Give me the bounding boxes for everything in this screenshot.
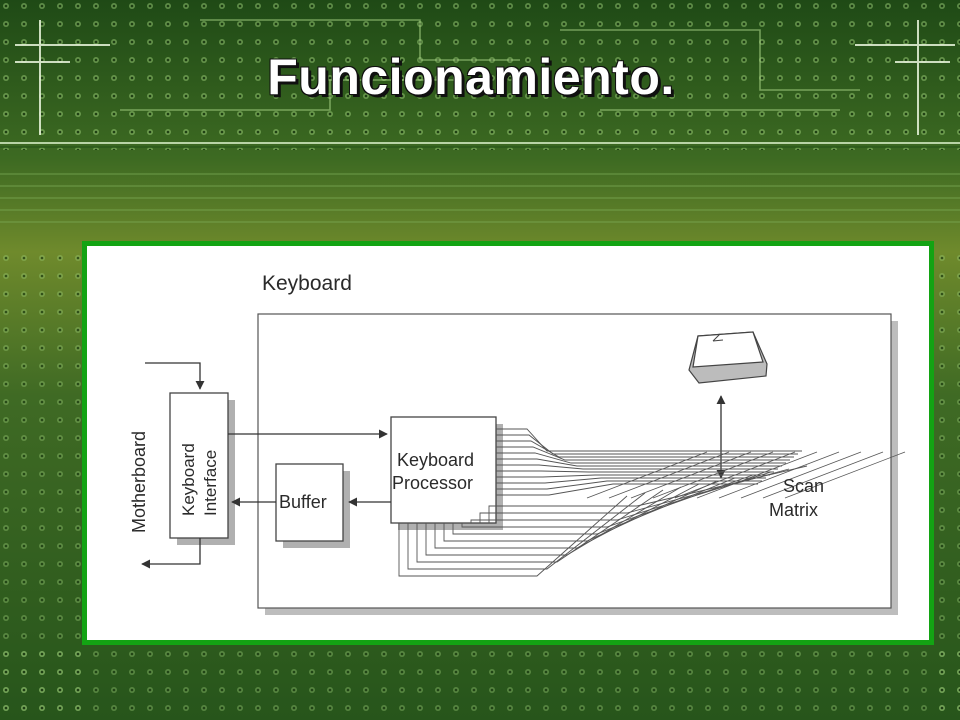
scan-matrix-line [696,451,818,499]
scan-matrix-line [762,451,884,499]
scan-matrix-line [718,451,840,499]
scan-matrix-line [630,451,752,499]
scan-matrix-label-line1: Scan [783,476,824,496]
scan-matrix-wires [398,428,808,577]
scan-row-wire [496,470,774,473]
scan-column-wire [488,465,808,523]
input-arrow [145,362,205,390]
output-arrow [141,538,201,569]
scan-row-wire [496,464,778,470]
keycap-icon [688,331,768,384]
keyboard-processor-label-line2: Processor [392,473,473,493]
keyboard-architecture-diagram: Keyboard Motherboard Keyboard Interface … [129,272,906,615]
scan-row-wire [496,474,770,478]
scan-row-wire [496,483,758,496]
buffer-label: Buffer [279,492,327,512]
scan-matrix-grid [586,451,906,499]
scan-column-wire [398,495,628,577]
keyboard-interface-label-line1: Keyboard [179,443,198,516]
scan-matrix-line [784,451,906,499]
keyboard-processor-box [390,416,497,524]
scan-matrix-line [608,451,730,499]
scan-row-wire [496,480,762,490]
keyboard-label: Keyboard [262,272,352,295]
keyboard-interface-box [169,392,229,539]
scan-column-wire [407,492,646,570]
scan-row-wire [496,446,790,461]
scan-column-wire [461,474,754,528]
buffer-box [275,463,344,542]
scan-row-wire [496,428,802,452]
scan-row-wire [496,458,782,467]
keyboard-processor-label-line1: Keyboard [397,450,474,470]
scan-matrix-line [740,451,862,499]
keyboard-box [257,313,892,609]
scan-row-wire [496,434,798,455]
slide-title: Funcionamiento. [267,49,675,105]
scan-matrix-line [652,451,774,499]
scan-matrix-line [674,451,796,499]
diagram-frame: Keyboard Motherboard Keyboard Interface … [82,241,934,645]
scan-column-wire [470,471,772,523]
scan-column-wire [479,468,790,523]
motherboard-label: Motherboard [129,431,149,533]
keyboard-interface-label-line2: Interface [201,450,220,516]
scan-row-wire [496,440,794,458]
scan-matrix-line [586,451,708,499]
scan-matrix-label-line2: Matrix [769,500,818,520]
